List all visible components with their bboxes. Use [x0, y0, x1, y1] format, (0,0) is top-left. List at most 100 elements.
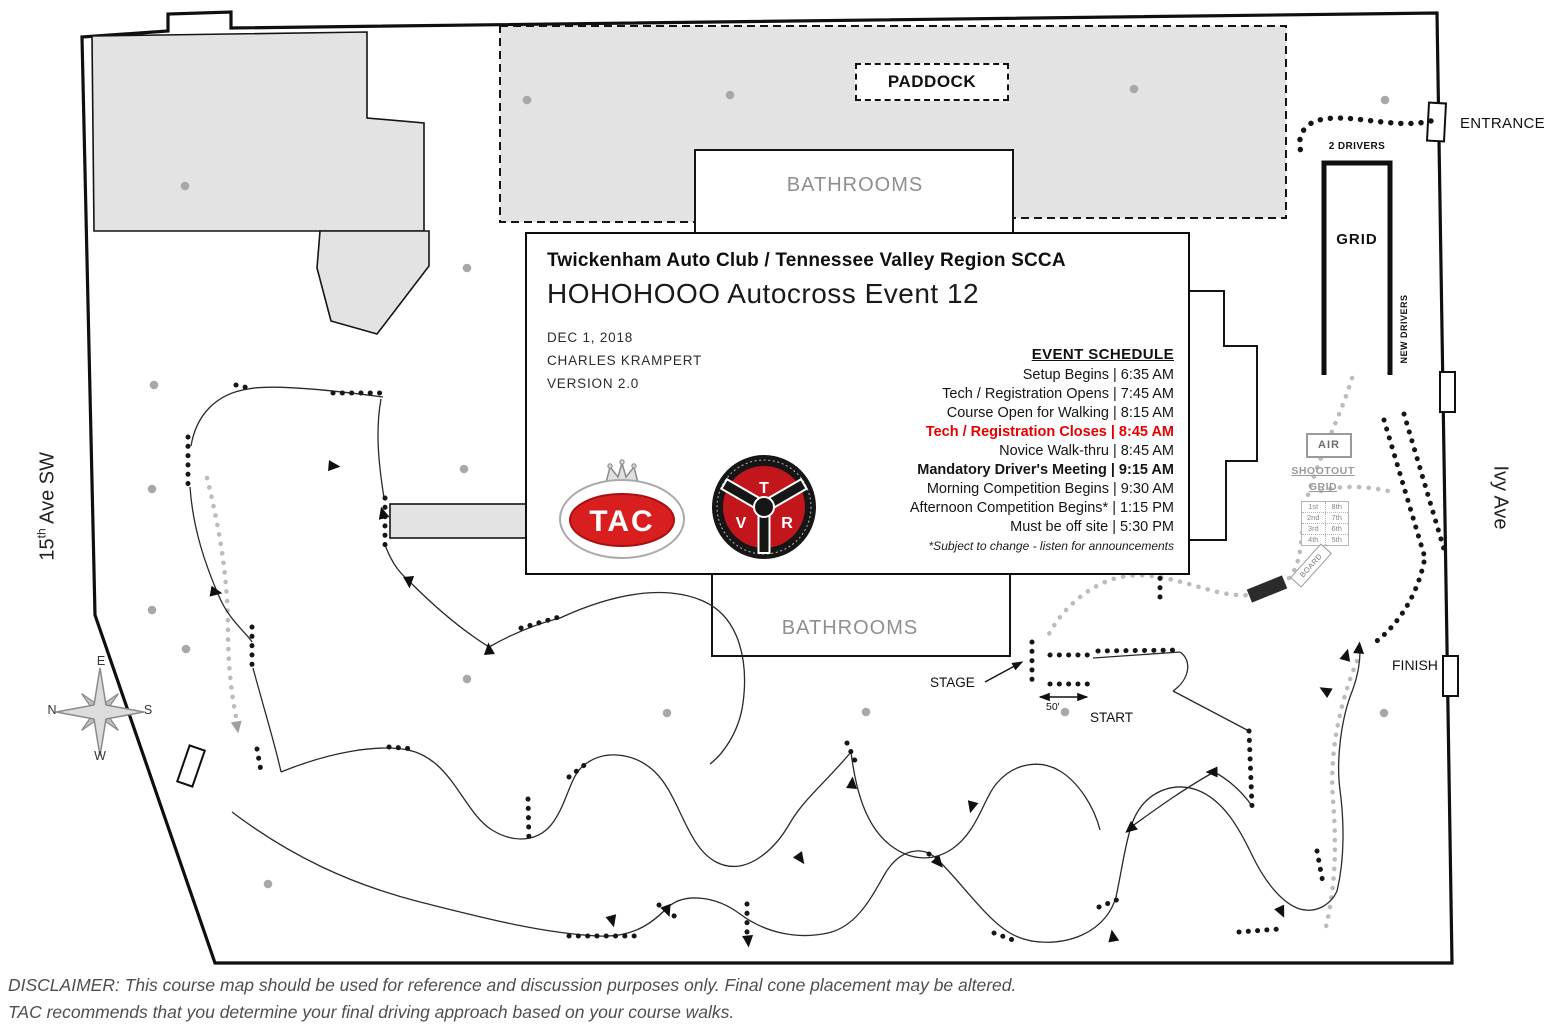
cone-row — [518, 614, 562, 631]
cone-row — [1367, 559, 1427, 649]
direction-arrow — [1339, 648, 1351, 662]
light-pole-dot — [149, 380, 159, 390]
compass-south-label: S — [143, 703, 153, 717]
air-station: AIR — [1306, 433, 1352, 458]
cone-row — [233, 382, 256, 392]
light-pole-dot — [181, 644, 191, 654]
direction-arrow — [403, 576, 415, 589]
street-label-15th-ave: 15th Ave SW — [35, 436, 60, 576]
cone-row — [1401, 411, 1449, 559]
cone-row — [1381, 417, 1428, 561]
fifty-foot-label: 50' — [1046, 701, 1060, 713]
light-pole-dot — [1060, 707, 1070, 717]
course-line — [850, 751, 1101, 859]
light-pole-dot — [263, 879, 273, 889]
schedule-row: Tech / Registration Closes | 8:45 AM — [925, 424, 1174, 440]
direction-arrow — [1108, 929, 1120, 943]
grid-box — [1321, 160, 1393, 375]
cone-row — [525, 796, 532, 845]
direction-arrow — [328, 460, 341, 472]
paddock-label: PADDOCK — [855, 63, 1009, 101]
direction-arrow — [1205, 766, 1218, 778]
shootout-label: SHOOTOUT — [1291, 465, 1355, 477]
schedule-row: Course Open for Walking | 8:15 AM — [946, 405, 1174, 421]
schedule-note: *Subject to change - listen for announce… — [928, 539, 1174, 553]
street-name: Ave SW — [36, 452, 59, 529]
schedule-row: Setup Begins | 6:35 AM — [1022, 367, 1174, 383]
compass-north-label: N — [47, 703, 57, 717]
cone-row — [844, 740, 859, 766]
cone-rows-layer — [185, 382, 1449, 944]
light-pole-dot — [180, 181, 190, 191]
course-line — [252, 667, 282, 773]
east-gate-upper — [1439, 371, 1456, 413]
course-line — [1115, 826, 1132, 898]
street-ordinal: th — [34, 528, 49, 539]
entrance-path-layer — [1296, 115, 1434, 155]
small-building — [389, 503, 531, 539]
direction-arrow — [230, 720, 242, 734]
event-meta: DEC 1, 2018 CHARLES KRAMPERT VERSION 2.0 — [547, 326, 702, 395]
disclaimer: DISCLAIMER: This course map should be us… — [8, 972, 1488, 1026]
tac-logo-text: TAC — [589, 505, 654, 538]
disclaimer-line-1: DISCLAIMER: This course map should be us… — [8, 975, 1017, 995]
compass-rose — [55, 667, 145, 757]
club-title: Twickenham Auto Club / Tennessee Valley … — [547, 250, 1066, 271]
course-line — [377, 398, 385, 499]
course-line — [231, 811, 887, 937]
course-line — [384, 544, 490, 648]
stage-label: STAGE — [930, 675, 975, 690]
bathrooms-label-top: BATHROOMS — [786, 174, 924, 196]
tvr-logo: T V R — [712, 455, 816, 559]
light-pole-dot — [1129, 84, 1139, 94]
two-drivers-label: 2 DRIVERS — [1328, 141, 1386, 152]
course-line — [885, 850, 1117, 943]
schedule-row: Tech / Registration Opens | 7:45 AM — [942, 386, 1174, 402]
finish-label: FINISH — [1392, 657, 1438, 673]
course-line — [1092, 651, 1181, 659]
direction-arrow — [967, 800, 979, 814]
staging-dotted-path — [1322, 658, 1360, 934]
timing-trailer — [1246, 575, 1288, 603]
course-lines-layer — [189, 386, 1361, 943]
cone-row — [1236, 926, 1282, 935]
light-pole-dot — [147, 484, 157, 494]
light-pole-dot — [861, 707, 871, 717]
event-version: VERSION 2.0 — [547, 376, 640, 391]
tvr-hub — [753, 496, 775, 518]
direction-arrow — [660, 903, 671, 918]
direction-arrow — [792, 851, 805, 865]
direction-arrow — [378, 506, 390, 520]
schedule-rows: Setup Begins | 6:35 AM Tech / Registratio… — [910, 366, 1174, 537]
schedule-row: Morning Competition Begins | 9:30 AM — [926, 481, 1174, 497]
course-line — [1172, 651, 1189, 692]
light-pole-dot — [147, 605, 157, 615]
course-line — [559, 591, 746, 765]
direction-arrow — [1353, 641, 1365, 654]
east-gate-finish — [1442, 655, 1459, 697]
event-date: DEC 1, 2018 — [547, 330, 634, 345]
schedule-row: Mandatory Driver's Meeting | 9:15 AM — [917, 462, 1174, 478]
event-info-box: Twickenham Auto Club / Tennessee Valley … — [525, 232, 1190, 575]
direction-arrow — [742, 935, 754, 948]
west-gate — [175, 744, 207, 788]
light-pole-dot — [662, 708, 672, 718]
staging-dotted-path — [204, 475, 240, 725]
entrance-dotted-path — [1296, 115, 1434, 155]
light-pole-dot — [522, 95, 532, 105]
cone-row — [1314, 848, 1326, 886]
course-line — [1336, 650, 1361, 892]
bathrooms-building-bottom — [711, 571, 1011, 657]
grid-label: GRID — [1336, 231, 1378, 248]
street-label-ivy-ave: Ivy Ave — [1489, 465, 1512, 530]
entrance-gate — [1425, 101, 1448, 143]
staging-dotted-path — [1318, 484, 1396, 495]
schedule-title: EVENT SCHEDULE — [1031, 346, 1174, 363]
light-pole-dot — [459, 464, 469, 474]
direction-arrow — [1319, 687, 1333, 699]
shootout-grid-label: GRID — [1308, 481, 1338, 493]
direction-arrow — [1125, 820, 1138, 833]
event-schedule: EVENT SCHEDULE Setup Begins | 6:35 AM Tec… — [910, 346, 1174, 553]
